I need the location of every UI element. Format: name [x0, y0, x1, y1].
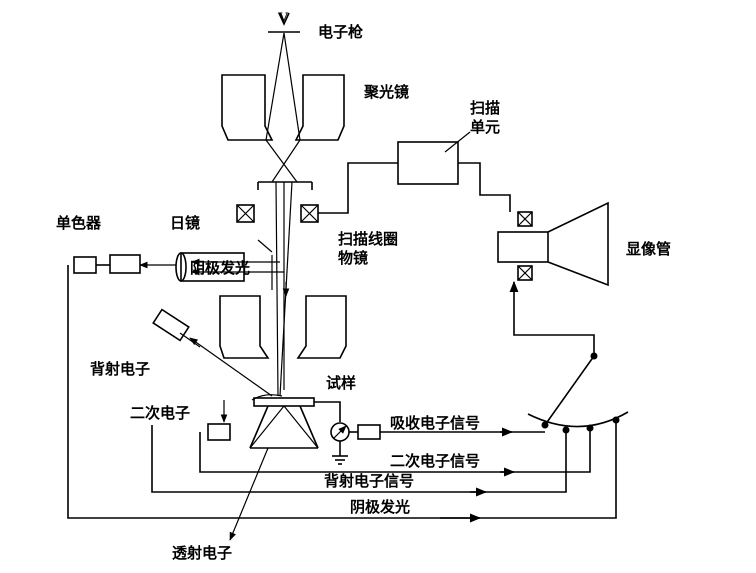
scan-unit-label-line1: 扫描 [470, 99, 500, 117]
crt-tube [497, 201, 609, 360]
backscattered-detector [151, 308, 567, 497]
specimen-label: 试样 [326, 374, 356, 392]
aperture-plate [257, 181, 313, 190]
transmitted-electrons-label: 透射电子 [172, 544, 232, 562]
cathodoluminescence-box-label: 阴极发光 [190, 259, 250, 277]
objective-lens [219, 295, 347, 359]
backscattered-signal-label: 背射电子信号 [324, 472, 414, 490]
secondary-signal-label: 二次电子信号 [390, 452, 480, 470]
electron-gun-label: 电子枪 [318, 23, 363, 41]
objective-lens-label: 物镜 [338, 249, 368, 267]
cathodoluminescence-signal-label: 阴极发光 [350, 498, 410, 516]
condenser-lens-label: 聚光镜 [363, 83, 409, 101]
secondary-detector [199, 394, 591, 477]
scan-coil-label: 扫描线圈 [338, 230, 398, 248]
scan-unit-label-line2: 单元 [470, 118, 500, 136]
electron-beam [265, 32, 301, 397]
electron-gun [268, 12, 300, 33]
gun-symbol-label: V [277, 11, 289, 26]
specimen-stage [229, 397, 545, 541]
scan-unit [318, 131, 511, 214]
cathodoluminescence-detector [175, 239, 290, 297]
scan-coil [236, 204, 319, 223]
signal-selector [527, 355, 629, 434]
aperture-label: 日镜 [170, 214, 200, 232]
absorbed-signal-label: 吸收电子信号 [390, 414, 480, 432]
condenser-lens [221, 74, 345, 141]
backscattered-electrons-label: 背射电子 [90, 360, 150, 378]
crt-label: 显像管 [626, 240, 671, 258]
monochromator [67, 254, 617, 519]
monochromator-label: 单色器 [56, 214, 102, 232]
secondary-electrons-label: 二次电子 [130, 404, 190, 422]
